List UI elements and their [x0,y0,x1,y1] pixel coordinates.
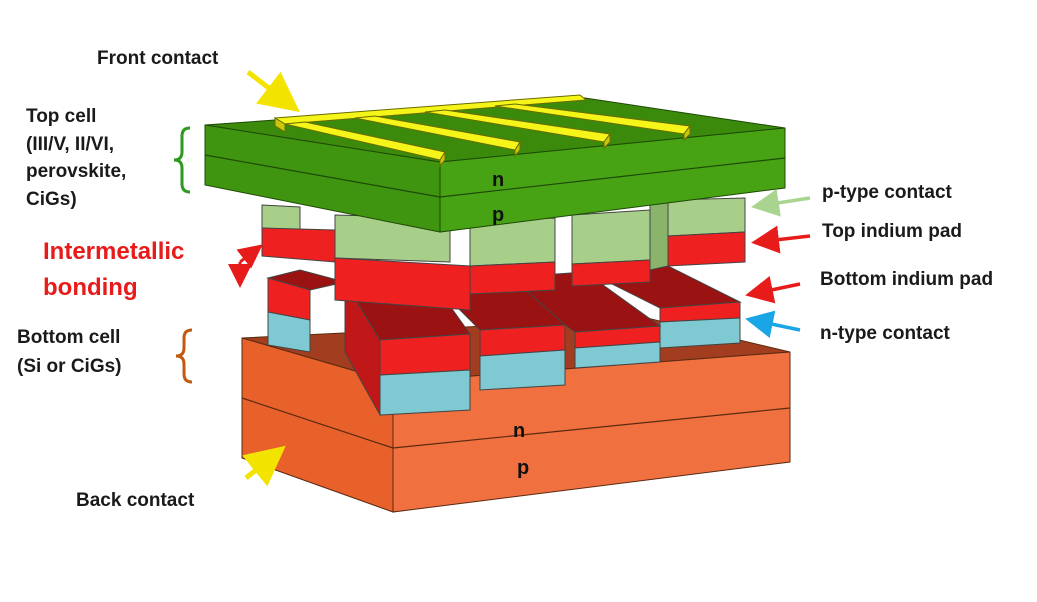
p-type-contact-arrow [751,188,811,217]
top-indium-pad-label: Top indium pad [822,221,962,242]
bottom-cell-label-line1: Bottom cell [17,327,120,348]
back-contact-arrow [242,445,286,487]
bottom-cell-n-label: n [513,420,525,442]
bottom-cell-np-divider-side [241,397,394,449]
bottom-cell-p-label: p [517,457,529,479]
top-cell-label-line1: Top cell [26,106,96,127]
top-cell-label-line2: (III/V, II/VI, [26,134,114,155]
front-contact-arrow [246,70,300,113]
bottom-indium-pad-label: Bottom indium pad [820,269,993,290]
top-cell-n-label: n [492,169,504,191]
intermetallic-bonding-label-line2: bonding [43,274,138,301]
top-cell-label-line4: CiGs) [26,189,77,210]
back-contact-label: Back contact [76,490,195,511]
bottom-cell-brace [175,328,193,384]
front-contact-grid [273,94,691,168]
top-indium-pad-arrow [751,225,811,254]
top-cell-p-label: p [492,204,504,226]
bottom-indium-pad-arrow [745,276,801,304]
top-cell-front-face [439,127,786,233]
top-cell-np-divider [439,157,786,198]
n-type-contact-arrow [745,310,801,338]
bottom-cell-np-divider [392,407,791,449]
front-contact-label: Front contact [97,48,219,69]
bottom-cell-label-line2: (Si or CiGs) [17,356,122,377]
top-cell [204,97,786,233]
top-cell-label-line3: perovskite, [26,161,126,182]
n-type-contact-label: n-type contact [820,323,951,344]
intermetallic-bonding-label-line1: Intermetallic [43,238,184,265]
intermetallic-arrow-up [236,244,263,269]
p-type-contact-label: p-type contact [822,182,953,203]
top-cell-brace [173,126,191,194]
top-cell-np-divider-side [204,154,441,198]
